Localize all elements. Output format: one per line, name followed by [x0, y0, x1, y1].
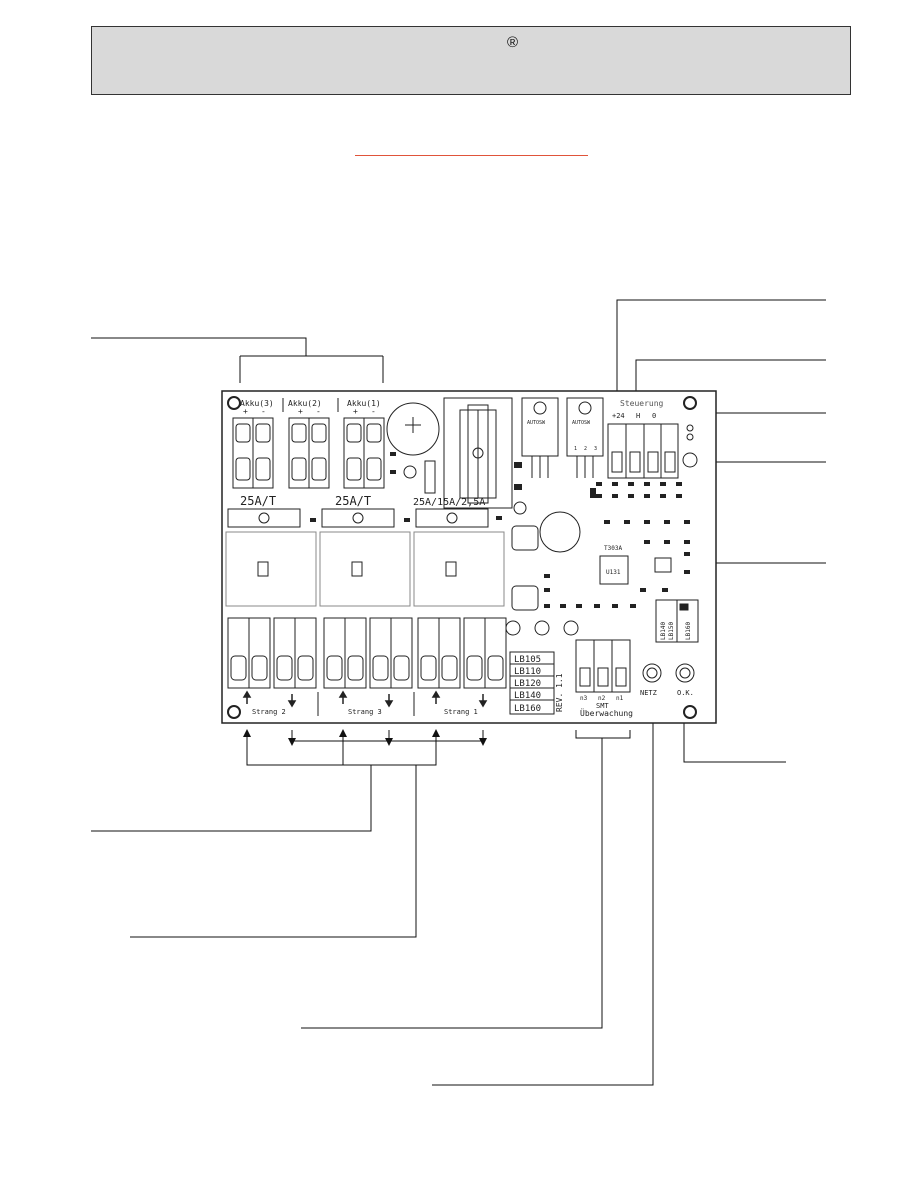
- ic-and-inductors: [511, 501, 672, 611]
- svg-text:LB160: LB160: [685, 622, 692, 640]
- svg-text:-: -: [316, 407, 321, 416]
- chip-labels: T303A U131: [604, 545, 622, 576]
- registered-mark: ®: [507, 34, 519, 51]
- svg-text:T303A: T303A: [604, 545, 622, 552]
- svg-text:AUTOSW: AUTOSW: [572, 420, 591, 426]
- svg-text:2: 2: [584, 446, 587, 452]
- fuse-labels: 25A/T 25A/T 25A/15A/2,5A: [240, 494, 485, 508]
- strang-2-label: Strang 2: [252, 708, 286, 716]
- led-ok-label: O.K.: [677, 689, 694, 697]
- fuse-label-1: 25A/T: [240, 494, 276, 508]
- svg-text:n1: n1: [616, 695, 624, 702]
- akku1-label: Akku(1): [347, 399, 381, 408]
- svg-text:LB140: LB140: [660, 622, 667, 640]
- svg-text:AUTOSW: AUTOSW: [527, 420, 546, 426]
- fuse-holders: [227, 508, 489, 528]
- svg-text:+: +: [298, 407, 303, 416]
- jumper-block: [655, 599, 699, 643]
- electrolytic-capacitor: [386, 402, 440, 494]
- strang-labels: Strang 2 Strang 3 Strang 1: [252, 708, 478, 716]
- led-netz-label: NETZ: [640, 689, 657, 697]
- smt-connector: [575, 639, 631, 693]
- svg-text:-: -: [371, 407, 376, 416]
- svg-text:SMT: SMT: [596, 702, 609, 710]
- battery-labels: Akku(3) Akku(2) Akku(1) + - + - + -: [240, 399, 381, 416]
- steuerung-labels: Steuerung +24 H 0: [612, 399, 664, 420]
- svg-text:n3: n3: [580, 695, 588, 702]
- svg-text:3: 3: [594, 446, 597, 452]
- svg-text:+: +: [243, 407, 248, 416]
- svg-text:LB150: LB150: [668, 622, 675, 640]
- fuse-label-2: 25A/T: [335, 494, 371, 508]
- transistor-labels: AUTOSW AUTOSW 1 2 3: [527, 420, 597, 452]
- svg-text:U131: U131: [606, 569, 621, 576]
- output-terminals: [227, 617, 507, 716]
- strang-3-label: Strang 3: [348, 708, 382, 716]
- svg-text:LB110: LB110: [514, 667, 541, 677]
- revision-label: REV. 1.1: [555, 673, 564, 712]
- relays: [225, 531, 505, 607]
- svg-text:LB140: LB140: [514, 691, 541, 701]
- akku2-label: Akku(2): [288, 399, 322, 408]
- lb-code-list: LB105 LB110 LB120 LB140 LB160: [514, 655, 541, 714]
- svg-text:LB105: LB105: [514, 655, 541, 665]
- led-labels: NETZ O.K.: [640, 689, 694, 697]
- fuse-label-3: 25A/15A/2,5A: [413, 497, 485, 508]
- svg-text:H: H: [636, 412, 640, 420]
- strang-1-label: Strang 1: [444, 708, 478, 716]
- header-bar: [91, 26, 851, 95]
- ueberwachung-label: Überwachung: [580, 708, 633, 718]
- arrowheads: [243, 729, 487, 746]
- svg-text:n2: n2: [598, 695, 606, 702]
- svg-text:+: +: [353, 407, 358, 416]
- jumper-labels: LB140 LB150 LB160: [660, 622, 692, 640]
- svg-text:+24: +24: [612, 412, 625, 420]
- battery-terminals: [232, 398, 385, 489]
- pcb-outline: [221, 390, 717, 724]
- red-underline: [355, 155, 588, 156]
- steuerung-label: Steuerung: [620, 399, 664, 408]
- mounting-holes: [227, 396, 697, 719]
- steuerung-connector: [607, 423, 698, 479]
- lb-code-box: [509, 651, 555, 715]
- svg-text:1: 1: [574, 446, 577, 452]
- svg-text:-: -: [261, 407, 266, 416]
- heatsink: [443, 397, 513, 509]
- svg-text:LB120: LB120: [514, 679, 541, 689]
- smd-components: [310, 452, 690, 608]
- akku3-label: Akku(3): [240, 399, 274, 408]
- svg-text:LB160: LB160: [514, 704, 541, 714]
- strang-arrows: [242, 690, 488, 708]
- svg-text:0: 0: [652, 412, 656, 420]
- smt-labels: n3 n2 n1 SMT Überwachung: [580, 695, 633, 718]
- power-transistors: [521, 397, 604, 478]
- status-leds: [642, 663, 695, 683]
